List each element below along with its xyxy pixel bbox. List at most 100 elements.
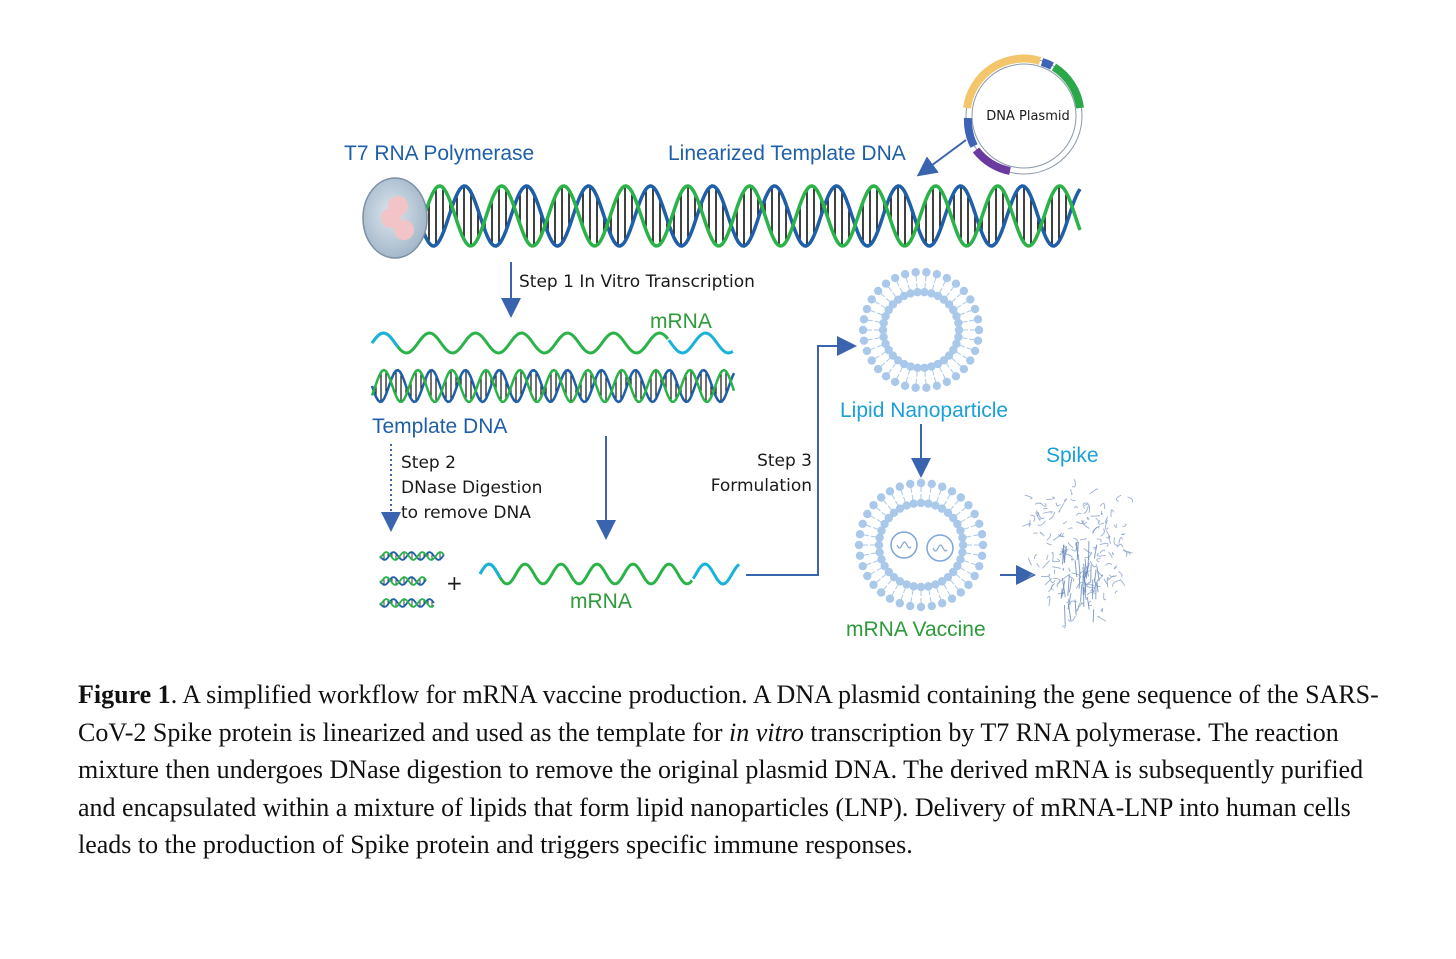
spike-trace xyxy=(1063,568,1064,571)
spike-trace xyxy=(1101,529,1105,537)
lipid-head xyxy=(957,493,965,501)
lipid-head xyxy=(906,480,914,488)
spike-stalk-trace xyxy=(1097,566,1099,581)
spike-trace xyxy=(1068,616,1075,621)
lipid-head xyxy=(875,534,883,542)
lipid-head xyxy=(886,487,894,495)
lipid-head xyxy=(933,382,941,390)
lipid-head xyxy=(924,499,932,507)
lipid-head xyxy=(966,356,974,364)
lipid-head xyxy=(882,280,890,288)
lipid-head xyxy=(906,602,914,610)
mrna-vaccine-label: mRNA Vaccine xyxy=(846,618,986,641)
spike-trace xyxy=(1025,495,1032,499)
mrna-coding-region xyxy=(372,333,668,353)
lipid-head xyxy=(958,548,966,556)
lipid-head xyxy=(896,483,904,491)
spike-trace xyxy=(1083,520,1089,528)
mrna-top-label: mRNA xyxy=(650,310,712,333)
linearized-dna-helix xyxy=(418,186,1080,246)
lipid-head xyxy=(924,582,932,590)
mrna-strand-top xyxy=(372,333,733,353)
spike-trace xyxy=(1069,568,1070,572)
lipid-head xyxy=(869,581,877,589)
lipid-head xyxy=(856,552,864,560)
lipid-head xyxy=(896,599,904,607)
mrna-vaccine-icon xyxy=(855,479,987,611)
figure-caption: Figure 1. A simplified workflow for mRNA… xyxy=(78,676,1388,864)
lipid-head xyxy=(867,356,875,364)
spike-stalk-trace xyxy=(1068,603,1071,620)
mrna-utr-region xyxy=(693,564,739,584)
lipid-head xyxy=(856,530,864,538)
spike-trace xyxy=(1090,489,1098,494)
spike-trace xyxy=(1114,565,1117,568)
spike-trace xyxy=(1098,520,1104,524)
lipid-head xyxy=(875,541,883,549)
lipid-head xyxy=(882,372,890,380)
spike-trace xyxy=(1068,543,1073,548)
spike-trace xyxy=(1048,585,1052,592)
lipid-head xyxy=(863,510,871,518)
spike-trace xyxy=(1114,537,1118,545)
spike-trace xyxy=(1074,507,1077,509)
lipid-head xyxy=(902,501,910,509)
lipid-head xyxy=(859,326,867,334)
lipid-head xyxy=(952,280,960,288)
lipid-head xyxy=(960,287,968,295)
lipid-head xyxy=(867,295,875,303)
lipid-head xyxy=(891,378,899,386)
spike-trace xyxy=(1100,503,1105,508)
spike-trace xyxy=(1038,521,1046,526)
spike-trace xyxy=(1084,506,1089,514)
spike-trace xyxy=(1031,515,1035,521)
lipid-head xyxy=(978,530,986,538)
spike-stalk-trace xyxy=(1094,544,1097,558)
lipid-head xyxy=(966,295,974,303)
lipid-head xyxy=(938,599,946,607)
step3-label-line1: Step 3 xyxy=(757,451,812,471)
spike-trace xyxy=(1105,563,1111,565)
spike-trace xyxy=(1023,524,1031,527)
spike-stalk-trace xyxy=(1076,542,1077,556)
spike-trace xyxy=(1109,536,1111,544)
spike-trace xyxy=(1076,520,1082,524)
lipid-head xyxy=(948,487,956,495)
step1-label: Step 1 In Vitro Transcription xyxy=(519,272,755,292)
spike-stalk-trace xyxy=(1075,560,1077,577)
lipid-head xyxy=(957,588,965,596)
spike-trace xyxy=(1097,539,1101,542)
spike-trace xyxy=(1041,574,1050,576)
spike-trace xyxy=(1127,553,1130,555)
step2-label-line3: to remove DNA xyxy=(401,503,531,523)
lipid-head xyxy=(975,326,983,334)
encapsulated-mrna-strand xyxy=(897,542,911,548)
lipid-head xyxy=(928,602,936,610)
spike-stalk-trace xyxy=(1095,570,1096,582)
spike-trace xyxy=(1076,513,1081,515)
spike-stalk-trace xyxy=(1068,577,1069,596)
spike-trace xyxy=(1047,555,1048,559)
lipid-head xyxy=(933,270,941,278)
lipid-head xyxy=(958,534,966,542)
lipid-head xyxy=(943,274,951,282)
spike-trace xyxy=(1035,503,1041,504)
step2-label-line1: Step 2 xyxy=(401,453,456,473)
spike-trace xyxy=(1046,543,1051,545)
step3-label-line2: Formulation xyxy=(711,476,812,496)
dna-fragments xyxy=(380,552,444,607)
spike-trace xyxy=(1065,554,1072,560)
template-dna-label: Template DNA xyxy=(372,415,507,438)
lipid-head xyxy=(979,541,987,549)
spike-trace xyxy=(1101,609,1103,613)
spike-trace xyxy=(1096,518,1099,522)
lipid-head xyxy=(901,382,909,390)
spike-trace xyxy=(1090,515,1099,516)
lipid-head xyxy=(922,268,930,276)
spike-trace xyxy=(1037,564,1040,568)
spike-trace xyxy=(1121,534,1124,535)
lipid-head xyxy=(971,347,979,355)
encapsulated-mrna xyxy=(927,535,953,561)
lipid-head xyxy=(911,268,919,276)
mrna-strand-bottom xyxy=(480,564,739,584)
